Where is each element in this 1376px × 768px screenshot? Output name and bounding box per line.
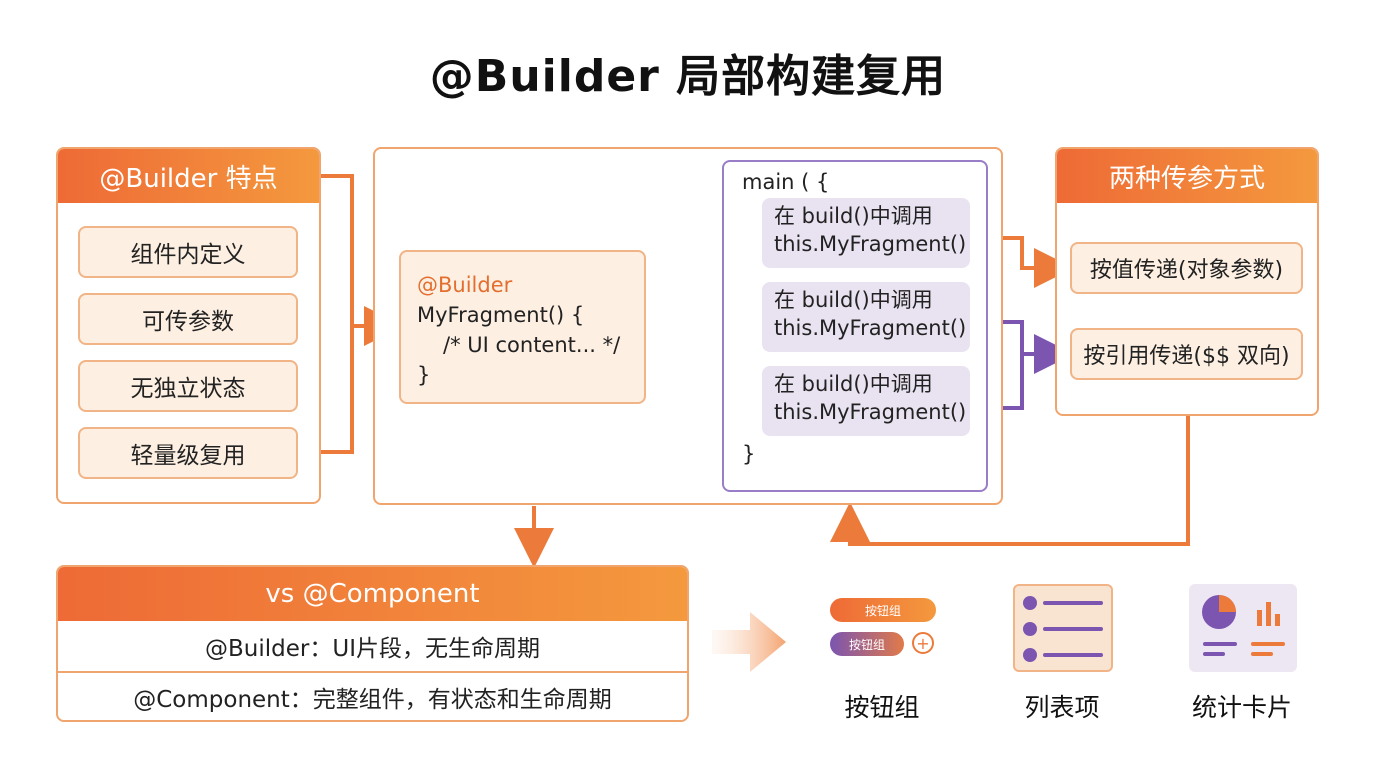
list-item-label: 列表项	[1024, 693, 1100, 722]
line-icon	[1251, 642, 1285, 646]
feature-item: 可传参数	[78, 293, 298, 345]
list-item-example	[1013, 584, 1113, 672]
line-icon	[1043, 601, 1103, 605]
compare-header: vs @Component	[58, 567, 687, 621]
build-call-line1: 在 build()中调用	[774, 372, 933, 396]
build-call: 在 build()中调用 this.MyFragment()	[762, 366, 970, 436]
build-call: 在 build()中调用 this.MyFragment()	[762, 282, 970, 352]
example-button-purple: 按钮组	[830, 632, 904, 656]
builder-close: }	[417, 363, 431, 387]
stat-card-example	[1189, 584, 1297, 672]
feedback-connector	[830, 416, 1190, 546]
example-button-orange: 按钮组	[830, 598, 936, 622]
builder-definition: @Builder MyFragment() { /* UI content...…	[399, 250, 646, 404]
main-open: main ( {	[742, 170, 830, 194]
stat-card-label: 统计卡片	[1191, 693, 1292, 722]
list-row	[1023, 622, 1103, 636]
line-icon	[1043, 653, 1103, 657]
bullet-icon	[1023, 596, 1037, 610]
button-group-example: 按钮组 按钮组 +	[828, 594, 940, 664]
bullet-icon	[1023, 648, 1037, 662]
button-group-label: 按钮组	[844, 693, 920, 722]
line-icon	[1043, 627, 1103, 631]
param-value-item: 按值传递(对象参数)	[1070, 242, 1303, 294]
line-icon	[1203, 642, 1237, 646]
bar-chart-icon	[1257, 602, 1280, 626]
feature-item: 轻量级复用	[78, 427, 298, 479]
compare-row-component: @Component：完整组件，有状态和生命周期	[133, 687, 612, 713]
page-title: @Builder 局部构建复用	[429, 51, 947, 102]
main-close: }	[742, 442, 756, 466]
features-header: @Builder 特点	[58, 149, 319, 203]
builder-decorator: @Builder	[417, 273, 513, 297]
build-call-line2: this.MyFragment()	[774, 400, 967, 424]
list-row	[1023, 648, 1103, 662]
pie-chart-icon	[1202, 595, 1236, 629]
build-call: 在 build()中调用 this.MyFragment()	[762, 198, 970, 268]
list-row	[1023, 596, 1103, 610]
build-call-line1: 在 build()中调用	[774, 204, 933, 228]
build-call-line2: this.MyFragment()	[774, 232, 967, 256]
params-header: 两种传参方式	[1057, 149, 1317, 203]
line-icon	[1203, 652, 1225, 656]
compare-panel: vs @Component @Builder：UI片段，无生命周期 @Compo…	[56, 565, 689, 722]
feature-item: 组件内定义	[78, 226, 298, 278]
param-ref-item: 按引用传递($$ 双向)	[1070, 328, 1303, 380]
compare-row-builder: @Builder：UI片段，无生命周期	[58, 621, 687, 673]
build-call-line2: this.MyFragment()	[774, 316, 967, 340]
feature-item: 无独立状态	[78, 360, 298, 412]
builder-body: /* UI content... */	[443, 333, 621, 357]
bullet-icon	[1023, 622, 1037, 636]
line-icon	[1251, 652, 1273, 656]
builder-signature: MyFragment() {	[417, 303, 585, 327]
fade-arrow	[712, 612, 786, 672]
build-call-line1: 在 build()中调用	[774, 288, 933, 312]
add-icon: +	[912, 632, 934, 654]
